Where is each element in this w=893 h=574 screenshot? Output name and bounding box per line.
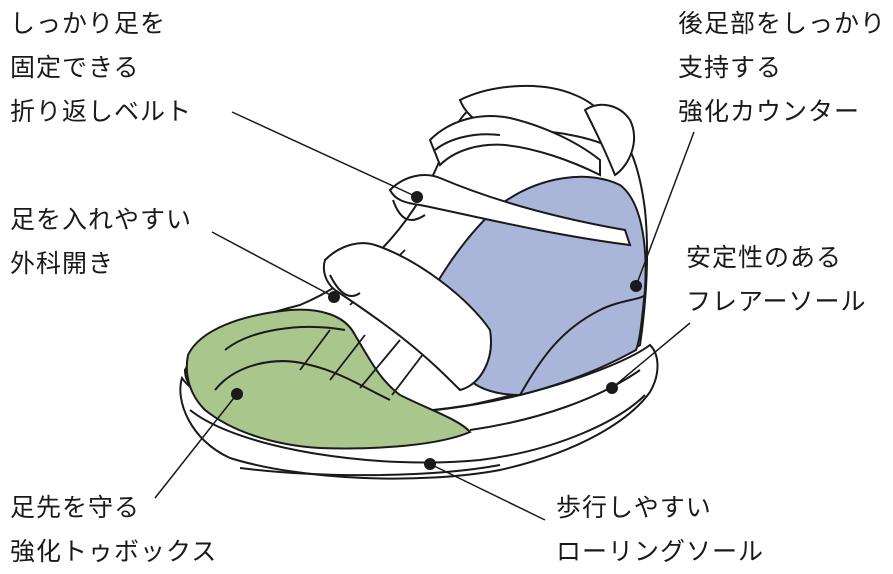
callout-toe-box: 足先を守る 強化トゥボックス (10, 486, 217, 574)
toe-box-region (185, 308, 472, 450)
straps (322, 115, 632, 392)
leader-flare-sole (611, 322, 691, 389)
callout-line: 支持する (678, 53, 783, 82)
callout-line: 強化トゥボックス (10, 537, 218, 566)
strap-middle (388, 174, 632, 247)
callout-rolling-sole: 歩行しやすい ローリングソール (556, 486, 764, 574)
leader-fold-belt (231, 111, 418, 198)
callout-line: 足を入れやすい (10, 205, 193, 234)
callout-line: ローリングソール (556, 537, 765, 566)
collar (458, 84, 635, 177)
callout-line: 外科開き (10, 249, 115, 278)
strap-bottom (322, 242, 492, 392)
leader-rolling-sole (429, 463, 546, 521)
vamp-seam (224, 325, 346, 351)
callout-line: 歩行しやすい (556, 493, 712, 522)
leader-toe-box (154, 393, 238, 499)
counter-seam (519, 294, 646, 396)
callout-line: 後足部をしっかり (678, 9, 887, 38)
callout-opening: 足を入れやすい 外科開き (10, 198, 192, 286)
callout-heel-counter: 後足部をしっかり 支持する 強化カウンター (678, 2, 886, 134)
callout-line: フレアーソール (686, 287, 867, 316)
leader-heel-counter (635, 131, 695, 287)
callout-line: しっかり足を (10, 9, 167, 38)
callout-flare-sole: 安定性のある フレアーソール (686, 236, 867, 324)
callout-line: 足先を守る (10, 493, 141, 522)
callout-line: 強化カウンター (678, 97, 861, 126)
leader-lines (154, 111, 695, 521)
callout-line: 折り返しベルト (10, 97, 193, 126)
toe-seam (214, 360, 391, 401)
callout-fold-belt: しっかり足を 固定できる 折り返しベルト (10, 2, 192, 134)
strap-top (428, 115, 601, 177)
leader-opening (211, 231, 335, 298)
callout-line: 安定性のある (686, 243, 843, 272)
callout-line: 固定できる (10, 53, 140, 82)
